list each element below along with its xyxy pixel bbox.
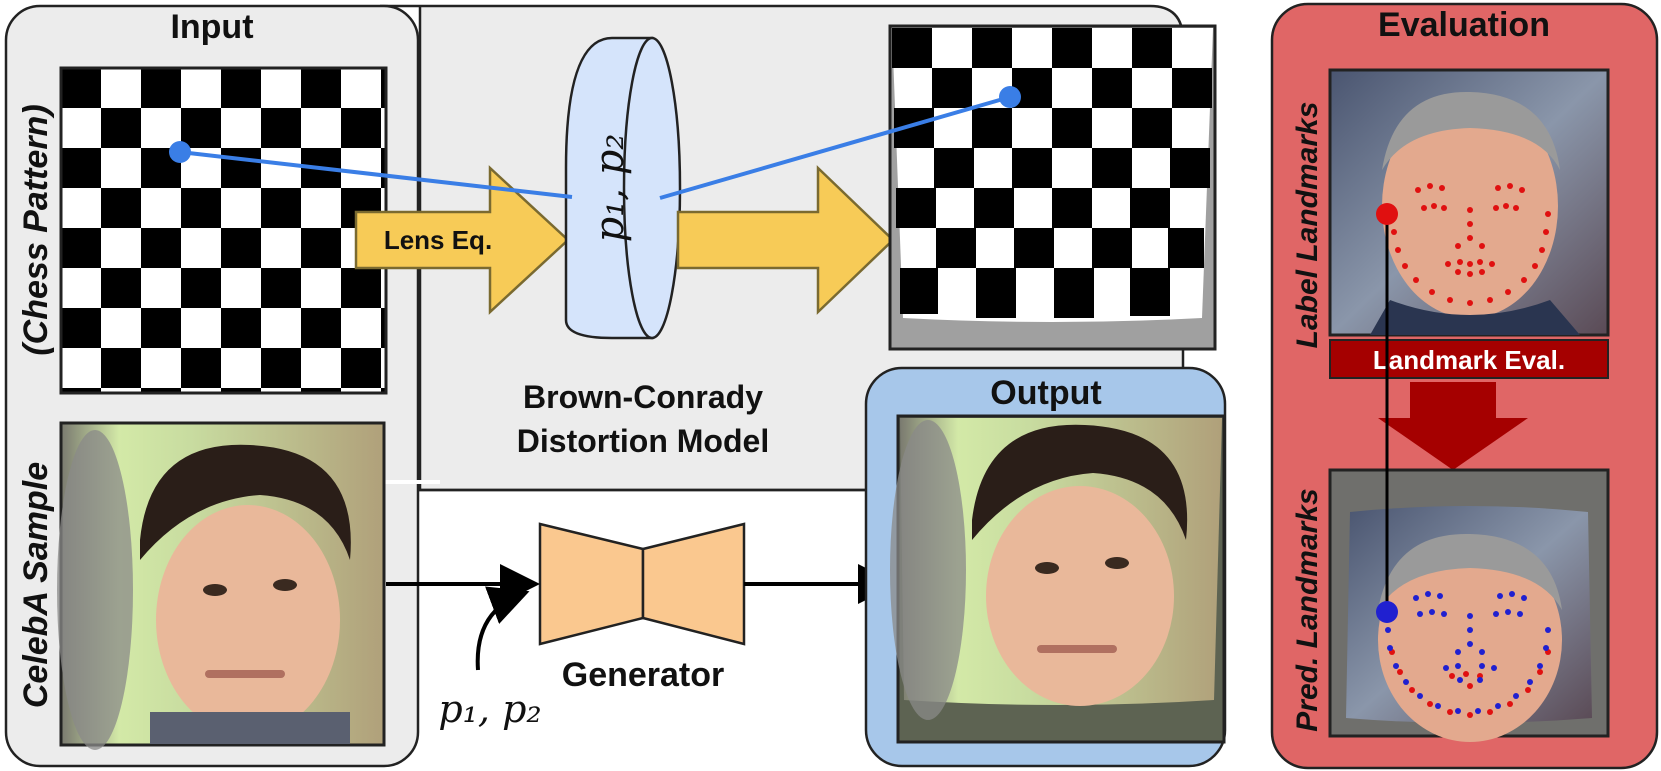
distorted-point-marker bbox=[999, 86, 1021, 108]
pred-landmark-dots-red bbox=[1389, 649, 1551, 718]
chess-pattern-label: (Chess Pattern) bbox=[17, 104, 55, 355]
chess-point-marker bbox=[169, 141, 191, 163]
generator-label: Generator bbox=[562, 656, 725, 694]
label-landmarks-label: Label Landmarks bbox=[1291, 102, 1324, 349]
pred-landmark-marker bbox=[1376, 601, 1398, 623]
evaluation-title: Evaluation bbox=[1378, 6, 1550, 44]
landmark-eval-label: Landmark Eval. bbox=[1373, 345, 1565, 375]
generator-shape bbox=[538, 522, 746, 646]
evaluation-down-arrow bbox=[1378, 382, 1528, 470]
pred-landmark-dots-blue bbox=[1385, 591, 1551, 714]
input-title: Input bbox=[170, 8, 253, 46]
model-name-line2: Distortion Model bbox=[517, 423, 769, 459]
chess-pattern-image bbox=[59, 66, 388, 395]
celeba-sample-image bbox=[57, 421, 386, 750]
lens-cylinder bbox=[564, 36, 682, 340]
output-arrow bbox=[676, 165, 895, 315]
model-name-line1: Brown-Conrady bbox=[523, 379, 763, 415]
generator-params-label: p₁, p₂ bbox=[438, 687, 541, 731]
label-landmark-dots bbox=[1389, 183, 1551, 306]
lens-params-label: p₁, p₂ bbox=[587, 134, 633, 243]
output-title: Output bbox=[990, 374, 1101, 412]
lens-eq-label: Lens Eq. bbox=[384, 225, 492, 255]
output-face-image bbox=[890, 414, 1226, 744]
landmark-eval-bar bbox=[1329, 339, 1609, 379]
label-landmark-marker bbox=[1376, 203, 1398, 225]
pred-landmarks-label: Pred. Landmarks bbox=[1291, 488, 1324, 731]
distorted-chess-image bbox=[888, 24, 1217, 351]
label-landmarks-image bbox=[1328, 68, 1610, 337]
correspondence-line bbox=[179, 95, 1011, 200]
lens-eq-arrow bbox=[354, 165, 570, 315]
params-curve-arrow bbox=[475, 586, 530, 671]
celeba-sample-label: CelebA Sample bbox=[17, 462, 55, 708]
pred-landmarks-image bbox=[1328, 468, 1610, 742]
